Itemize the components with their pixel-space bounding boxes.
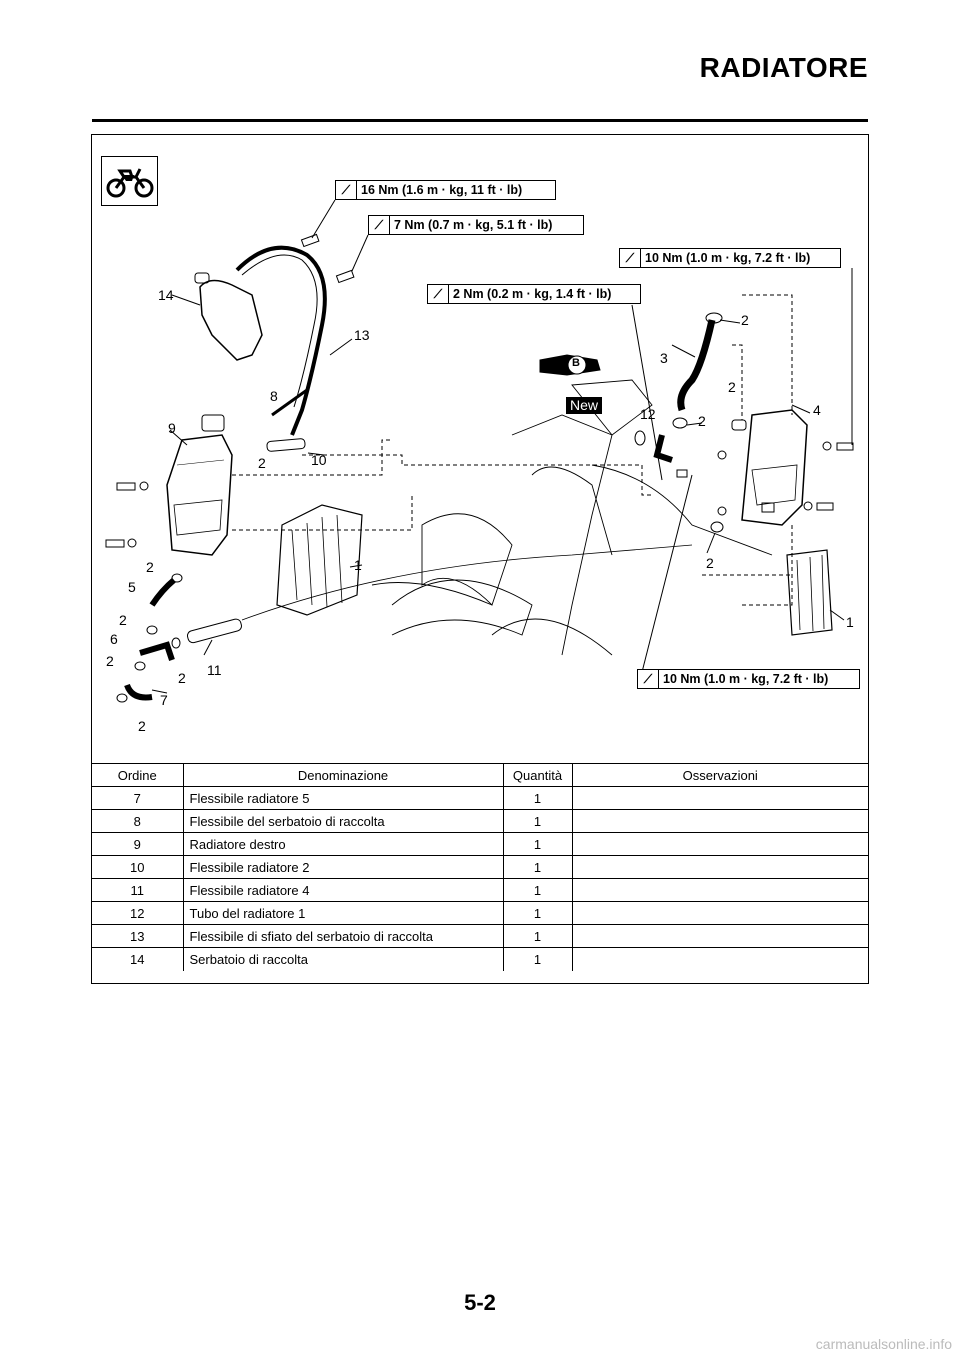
name-cell: Serbatoio di raccolta	[182, 947, 504, 971]
motorcycle-icon	[101, 156, 158, 206]
column-header: Denominazione	[182, 763, 504, 787]
callout-4: 4	[813, 402, 821, 418]
callout-7: 7	[160, 692, 168, 708]
name-cell: Tubo del radiatore 1	[182, 901, 504, 925]
table-row: 8 Flessibile del serbatoio di raccolta 1	[92, 809, 868, 833]
callout-1: 1	[354, 557, 362, 573]
column-header: Osservazioni	[571, 763, 868, 787]
exploded-diagram: ⟋ 16 Nm (1.6 m · kg, 11 ft · lb) ⟋ 7 Nm …	[92, 135, 868, 765]
table-row: 14 Serbatoio di raccolta 1	[92, 947, 868, 971]
notes-cell	[571, 786, 868, 810]
order-cell: 10	[92, 855, 184, 879]
page-number: 5-2	[464, 1290, 496, 1315]
callout-2: 2	[728, 379, 736, 395]
wrench-icon: ⟋	[336, 181, 357, 199]
wrench-icon: ⟋	[638, 670, 659, 688]
quantity-cell: 1	[502, 924, 573, 948]
name-cell: Flessibile di sfiato del serbatoio di ra…	[182, 924, 504, 948]
table-row: 12 Tubo del radiatore 1 1	[92, 901, 868, 925]
callout-2: 2	[119, 612, 127, 628]
wrench-icon: ⟋	[620, 249, 641, 267]
order-cell: 12	[92, 901, 184, 925]
torque-spec-16nm: ⟋ 16 Nm (1.6 m · kg, 11 ft · lb)	[335, 180, 556, 200]
notes-cell	[571, 878, 868, 902]
notes-cell	[571, 855, 868, 879]
notes-cell	[571, 832, 868, 856]
quantity-cell: 1	[502, 855, 573, 879]
torque-spec-2nm: ⟋ 2 Nm (0.2 m · kg, 1.4 ft · lb)	[427, 284, 641, 304]
page-title: RADIATORE	[699, 52, 868, 83]
callout-8: 8	[270, 388, 278, 404]
callout-2: 2	[146, 559, 154, 575]
callout-9: 9	[168, 420, 176, 436]
wrench-icon: ⟋	[369, 216, 390, 234]
order-cell: 13	[92, 924, 184, 948]
callout-11: 11	[207, 662, 222, 678]
content-frame: ⟋ 16 Nm (1.6 m · kg, 11 ft · lb) ⟋ 7 Nm …	[91, 134, 869, 984]
name-cell: Flessibile radiatore 2	[182, 855, 504, 879]
callout-2: 2	[258, 455, 266, 471]
order-cell: 11	[92, 878, 184, 902]
table-row: 13 Flessibile di sfiato del serbatoio di…	[92, 924, 868, 948]
notes-cell	[571, 947, 868, 971]
name-cell: Flessibile del serbatoio di raccolta	[182, 809, 504, 833]
table-row: 10 Flessibile radiatore 2 1	[92, 855, 868, 879]
callout-3: 3	[660, 350, 668, 366]
callout-2: 2	[741, 312, 749, 328]
table-header-row: Ordine Denominazione Quantità Osservazio…	[92, 763, 868, 787]
quantity-cell: 1	[502, 809, 573, 833]
callout-1: 1	[846, 614, 854, 630]
quantity-cell: 1	[502, 901, 573, 925]
notes-cell	[571, 901, 868, 925]
quantity-cell: 1	[502, 947, 573, 971]
notes-cell	[571, 924, 868, 948]
callout-2: 2	[138, 718, 146, 734]
callout-2: 2	[698, 413, 706, 429]
column-header: Ordine	[92, 763, 184, 787]
new-part-badge: New	[566, 397, 603, 414]
column-header: Quantità	[502, 763, 573, 787]
table-row: 9 Radiatore destro 1	[92, 832, 868, 856]
grease-symbol-label: B	[572, 357, 580, 369]
title-divider	[92, 119, 868, 122]
callout-12: 12	[640, 406, 656, 422]
torque-spec-10nm-top: ⟋ 10 Nm (1.0 m · kg, 7.2 ft · lb)	[619, 248, 841, 268]
callout-6: 6	[110, 631, 118, 647]
notes-cell	[571, 809, 868, 833]
quantity-cell: 1	[502, 832, 573, 856]
order-cell: 7	[92, 786, 184, 810]
callout-2: 2	[106, 653, 114, 669]
callout-5: 5	[128, 579, 136, 595]
callout-2: 2	[178, 670, 186, 686]
quantity-cell: 1	[502, 786, 573, 810]
diagram-drawing	[105, 199, 854, 703]
name-cell: Flessibile radiatore 5	[182, 786, 504, 810]
callout-10: 10	[311, 452, 327, 468]
order-cell: 9	[92, 832, 184, 856]
wrench-icon: ⟋	[428, 285, 449, 303]
order-cell: 14	[92, 947, 184, 971]
parts-table: Ordine Denominazione Quantità Osservazio…	[92, 763, 868, 971]
callout-14: 14	[158, 287, 174, 303]
table-row: 7 Flessibile radiatore 5 1	[92, 786, 868, 810]
order-cell: 8	[92, 809, 184, 833]
table-row: 11 Flessibile radiatore 4 1	[92, 878, 868, 902]
watermark: carmanualsonline.info	[815, 1336, 952, 1352]
name-cell: Radiatore destro	[182, 832, 504, 856]
callout-2: 2	[706, 555, 714, 571]
torque-spec-10nm-bottom: ⟋ 10 Nm (1.0 m · kg, 7.2 ft · lb)	[637, 669, 860, 689]
quantity-cell: 1	[502, 878, 573, 902]
callout-13: 13	[354, 327, 370, 343]
torque-spec-7nm: ⟋ 7 Nm (0.7 m · kg, 5.1 ft · lb)	[368, 215, 584, 235]
name-cell: Flessibile radiatore 4	[182, 878, 504, 902]
